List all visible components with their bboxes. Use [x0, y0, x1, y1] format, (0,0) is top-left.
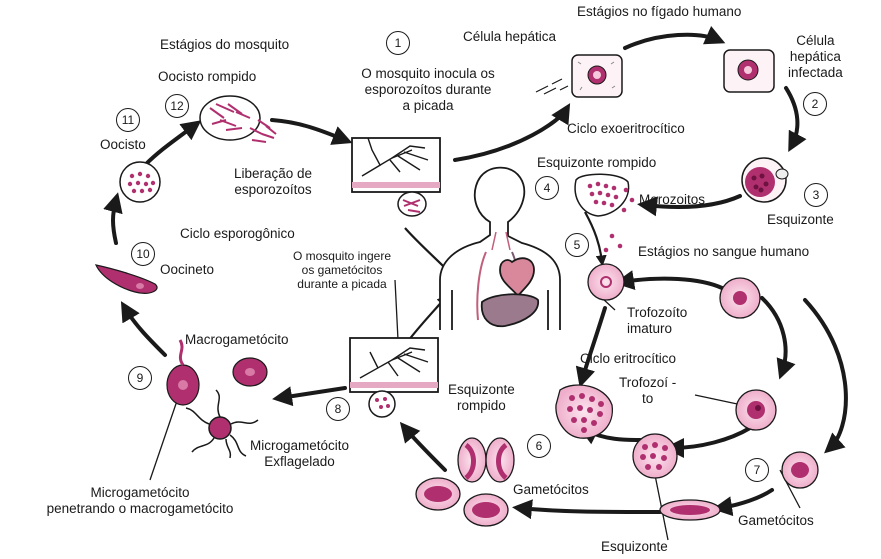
ruptured-oocyst [199, 95, 277, 143]
rbc-gametocyte-crescent [659, 499, 721, 521]
oocyst [119, 161, 161, 203]
label-oocyst: Oocisto [100, 137, 146, 152]
label-infected-hepatic-cell: Célula hepática infectada [788, 33, 843, 80]
label-ookinete: Oocineto [160, 262, 215, 277]
label-sporozoite-release: Liberação de esporozoítos [233, 166, 313, 197]
rbc-ruptured-schizont [555, 384, 613, 439]
rbc-gametocyte-round [781, 451, 819, 489]
step-number-3: 3 [804, 183, 828, 207]
label-trophozoite: Trofozoí - to [619, 375, 677, 406]
label-ruptured-schizont-blood: Esquizonte rompido [448, 382, 515, 413]
gametocytes-pair-left [415, 437, 515, 527]
ookinete [94, 264, 158, 294]
infected-hepatic-cell [723, 49, 775, 93]
label-schizont-liver: Esquizonte [767, 212, 834, 227]
step-number-1: 1 [386, 31, 410, 55]
exflagellated-microgametocyte [185, 389, 259, 459]
label-erythrocytic-cycle: Ciclo eritrocítico [580, 351, 677, 366]
micro-penetrating-macro [166, 339, 200, 406]
mosquito-panel-bottom [349, 337, 439, 418]
label-human-liver-stages: Estágios no fígado humano [577, 4, 742, 19]
step-number-12: 12 [165, 94, 189, 118]
rbc-immature-trophozoite [719, 277, 761, 319]
label-macrogametocyte: Macrogametócito [185, 332, 289, 347]
step-number-4: 4 [535, 176, 559, 200]
label-microgametocyte-penetrating: Microgametócito penetrando o macrogametó… [46, 485, 234, 516]
step-number-9: 9 [128, 366, 152, 390]
step-number-10: 10 [131, 242, 155, 266]
step-number-11: 11 [116, 108, 140, 132]
label-ruptured-oocyst: Oocisto rompido [158, 69, 257, 84]
cycle-arrows [103, 25, 848, 520]
label-mosquito-inoculates: O mosquito inocula os esporozoítos duran… [361, 66, 495, 113]
step-number-5: 5 [565, 233, 589, 257]
label-merozoites: Merozoitos [639, 192, 706, 207]
label-ruptured-schizont-liver: Esquizonte rompido [537, 155, 657, 170]
label-exflagellated-microgametocyte: Microgametócito Exflagelado [250, 438, 350, 469]
label-hepatic-cell: Célula hepática [463, 29, 557, 44]
step-number-2: 2 [803, 92, 827, 116]
label-mosquito-ingests: O mosquito ingere os gametócitos durante… [292, 249, 392, 291]
label-blood-stages: Estágios no sangue humano [638, 244, 810, 259]
label-sporogonic-cycle: Ciclo esporogônico [180, 226, 295, 241]
step-number-7: 7 [745, 458, 769, 482]
label-gametocytes-left: Gametócitos [513, 482, 589, 497]
sporozoites-near-liver [535, 78, 569, 95]
rbc-ring [587, 263, 625, 301]
label-mosquito-stages: Estágios do mosquito [160, 37, 290, 52]
step-number-8: 8 [326, 397, 350, 421]
rbc-schizont [632, 433, 678, 479]
human-figure [439, 166, 561, 330]
mosquito-panel-top [351, 137, 441, 217]
liver-schizont [741, 157, 789, 203]
rbc-trophozoite [735, 389, 777, 431]
label-gametocytes-right: Gametócitos [738, 513, 814, 528]
macrogametocyte [232, 357, 268, 387]
label-immature-trophozoite: Trofozoíto imaturo [627, 305, 688, 336]
label-exoerythrocytic-cycle: Ciclo exoeritrocítico [567, 121, 685, 136]
ruptured-liver-schizont [574, 173, 635, 253]
step-number-6: 6 [527, 434, 551, 458]
label-schizont-blood: Esquizonte [601, 539, 668, 554]
hepatic-cell [571, 54, 623, 98]
